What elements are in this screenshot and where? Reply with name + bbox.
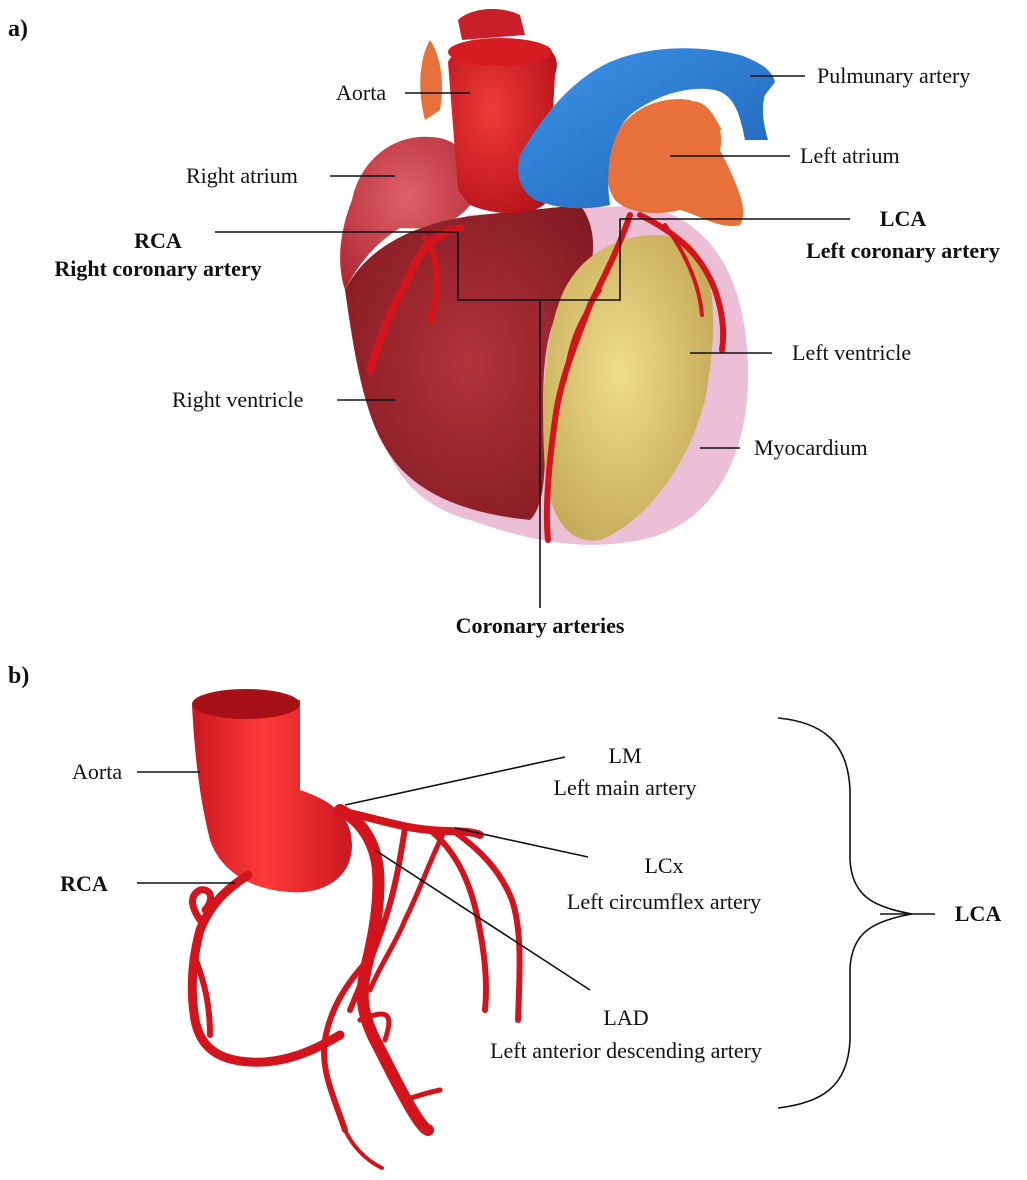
label-lad-abbr: LAD [603,1005,648,1030]
label-myocardium: Myocardium [754,435,868,460]
heart-illustration [340,9,775,545]
label-lca-abbr-a: LCA [880,206,927,231]
panel-a: a) [8,9,1000,638]
label-lcx-full: Left circumflex artery [567,889,761,914]
label-coronary-arteries: Coronary arteries [456,613,625,638]
label-left-ventricle: Left ventricle [792,340,911,365]
label-left-atrium: Left atrium [800,143,900,168]
label-aorta-a: Aorta [336,80,386,105]
panel-a-tag: a) [8,16,28,42]
label-lad-full: Left anterior descending artery [490,1038,762,1063]
label-pulmunary-artery: Pulmunary artery [817,63,970,88]
coronary-tree-illustration [192,689,520,1168]
label-aorta-b: Aorta [72,759,122,784]
label-lca-b: LCA [955,901,1002,926]
label-rca-abbr-a: RCA [134,228,182,253]
label-lcx-abbr: LCx [644,853,683,878]
label-rca-full-a: Right coronary artery [54,256,261,281]
panel-b: b) [8,663,1001,1168]
panel-b-tag: b) [8,663,29,689]
aortic-arch-back [458,9,525,40]
aorta-top-ellipse [448,38,552,66]
aorta-stump-b [192,700,352,892]
label-right-ventricle: Right ventricle [172,387,303,412]
leader-lm [345,757,565,805]
label-lca-full-a: Left coronary artery [806,238,1000,263]
lca-bracket [778,718,912,1108]
rca-vessel-b [192,875,340,1062]
lad-branch-b3 [345,1130,382,1168]
leader-lcx [455,828,588,857]
label-lm-full: Left main artery [554,775,697,800]
label-lm-abbr: LM [609,743,642,768]
label-rca-b: RCA [60,871,108,896]
label-right-atrium: Right atrium [186,163,298,188]
lcx-branch-b2 [430,830,486,1010]
aorta-stump-top [192,689,300,719]
lad-vessel-b [340,810,428,1130]
orange-left-veins [420,40,442,120]
